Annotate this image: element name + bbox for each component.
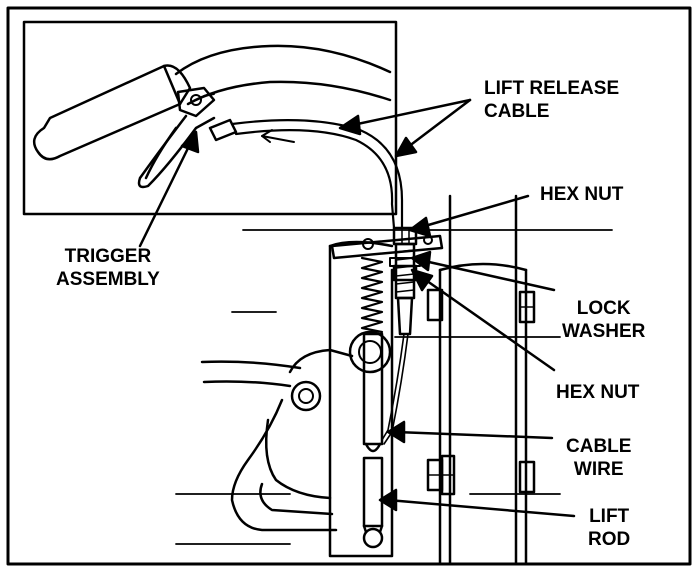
lift-rod bbox=[362, 332, 384, 549]
cable-adjuster bbox=[389, 226, 421, 336]
label-trigger-assembly-line-2: ASSEMBLY bbox=[56, 269, 160, 290]
label-trigger-assembly: TRIGGER ASSEMBLY bbox=[56, 245, 160, 291]
label-lift-release-cable-line-1: LIFT RELEASE bbox=[484, 78, 620, 99]
label-lift-release-cable-line-2: CABLE bbox=[484, 101, 550, 122]
label-lift-rod: LIFT ROD bbox=[588, 505, 630, 551]
spring bbox=[360, 256, 384, 334]
handle-tube bbox=[426, 194, 536, 566]
label-hex-nut-top: HEX NUT bbox=[540, 183, 623, 206]
label-hex-nut-bottom: HEX NUT bbox=[556, 381, 639, 404]
inset-box bbox=[22, 20, 398, 216]
label-lift-rod-line-1: LIFT bbox=[589, 506, 630, 527]
label-trigger-assembly-line-1: TRIGGER bbox=[64, 246, 152, 267]
label-hex-nut-top-line-1: HEX NUT bbox=[540, 184, 624, 205]
label-hex-nut-bottom-line-1: HEX NUT bbox=[556, 382, 640, 403]
label-lock-washer-line-1: LOCK bbox=[576, 298, 631, 319]
outer-frame bbox=[6, 6, 692, 566]
handle-grip bbox=[32, 44, 392, 189]
label-cable-wire: CABLE WIRE bbox=[566, 435, 631, 481]
label-lift-rod-line-2: ROD bbox=[588, 529, 631, 550]
label-cable-wire-line-2: WIRE bbox=[573, 459, 624, 480]
label-cable-wire-line-1: CABLE bbox=[566, 436, 632, 457]
leader-arrows bbox=[138, 98, 576, 518]
label-lock-washer: LOCK WASHER bbox=[562, 297, 645, 343]
label-lift-release-cable: LIFT RELEASE CABLE bbox=[484, 77, 619, 123]
label-lock-washer-line-2: WASHER bbox=[562, 321, 646, 342]
